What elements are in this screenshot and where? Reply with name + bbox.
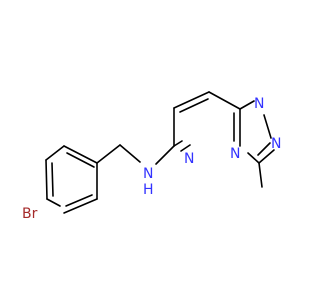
bond-pyr-d-inner: [179, 98, 209, 113]
triazole-right-nitrogen-label: N: [271, 136, 281, 152]
bond-ring-a: [46, 198, 61, 207]
bond-ring-b: [45, 159, 48, 200]
triazole-top-nitrogen-label: N: [254, 96, 264, 112]
bond-ring-b-inner: [51, 162, 54, 197]
bond-tri-b: [263, 114, 272, 139]
bond-tri-d: [247, 152, 260, 164]
bromine-label: Br: [22, 206, 38, 222]
bond-nh-pyridazine: [155, 145, 175, 165]
bond-ring-ch2: [96, 144, 121, 164]
bond-ring-f: [63, 198, 98, 214]
structure-canvas: Br N H N N N N: [0, 0, 300, 300]
bond-ring-d: [63, 145, 98, 164]
bond-tri-c: [258, 149, 275, 164]
bond-ch2-nh: [119, 144, 141, 163]
bond-ring-f-inner: [65, 194, 93, 207]
pyridazine-nitrogen-label: N: [184, 151, 194, 167]
bond-pyr-d: [173, 91, 210, 109]
bond-tri-c-inner: [257, 142, 271, 156]
molecule-structure: Br N H N N N N: [0, 0, 300, 300]
bond-pyr-c: [180, 144, 191, 152]
bond-ring-d-inner: [66, 152, 95, 168]
bond-pyr-a: [173, 140, 183, 147]
bridgehead-nitrogen-label: N: [230, 146, 240, 162]
bond-lines: [45, 91, 275, 214]
bond-methyl: [258, 162, 263, 188]
amine-hydrogen-label: H: [143, 182, 154, 198]
bond-tri-a: [239, 100, 255, 110]
amine-nitrogen-label: N: [143, 166, 153, 182]
background: [0, 0, 300, 300]
bond-ring-c: [45, 145, 65, 161]
bond-pyr-e: [208, 91, 241, 110]
